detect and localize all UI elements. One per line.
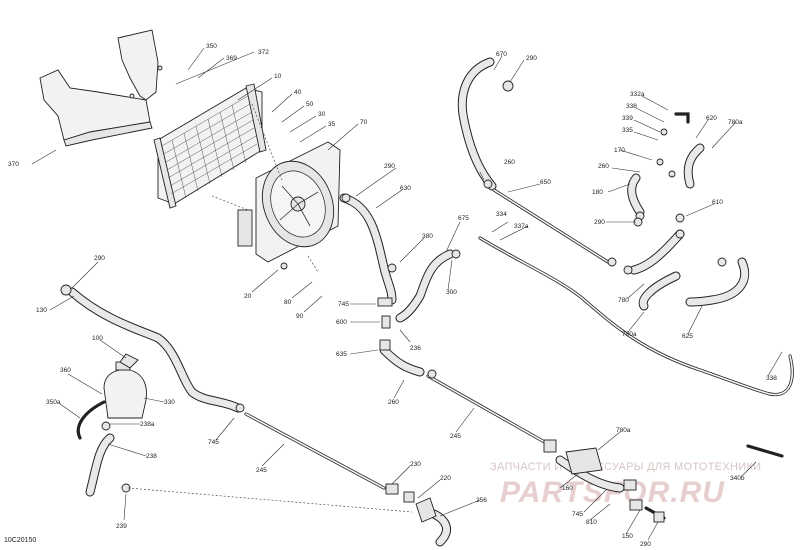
leader-lines bbox=[31, 47, 783, 541]
callout-80: 80 bbox=[284, 299, 292, 306]
callout-780a-mid: 780a bbox=[622, 331, 637, 338]
callout-150: 150 bbox=[622, 533, 633, 540]
callout-290-top: 290 bbox=[526, 55, 537, 62]
callout-290-left: 290 bbox=[94, 255, 105, 262]
callout-600: 600 bbox=[336, 319, 347, 326]
callout-337a: 337a bbox=[514, 223, 529, 230]
callout-30: 30 bbox=[318, 111, 326, 118]
callout-290-bottom: 290 bbox=[640, 541, 651, 548]
callout-334: 334 bbox=[496, 211, 507, 218]
callout-745-left: 745 bbox=[208, 439, 219, 446]
callout-810: 810 bbox=[586, 519, 597, 526]
drawing-code: 10C20150 bbox=[4, 537, 36, 544]
callout-245-left: 245 bbox=[256, 467, 267, 474]
callout-635: 635 bbox=[336, 351, 347, 358]
callout-745-upper: 745 bbox=[338, 301, 349, 308]
callout-40: 40 bbox=[294, 89, 302, 96]
callout-20: 20 bbox=[244, 293, 252, 300]
radiator bbox=[153, 83, 267, 209]
callout-100: 100 bbox=[92, 335, 103, 342]
callout-260-right: 260 bbox=[598, 163, 609, 170]
watermark: ЗАПЧАСТИ И АКСЕССУАРЫ ДЛЯ МОТОТЕХНИКИ PA… bbox=[490, 461, 761, 509]
callout-620: 620 bbox=[706, 115, 717, 122]
callout-10: 10 bbox=[274, 73, 282, 80]
coolant-reservoir bbox=[76, 353, 147, 440]
callout-370: 370 bbox=[8, 161, 19, 168]
callout-350: 350 bbox=[206, 43, 217, 50]
callout-780a-top: 780a bbox=[728, 119, 743, 126]
callout-50: 50 bbox=[306, 101, 314, 108]
watermark-tagline: ЗАПЧАСТИ И АКСЕССУАРЫ ДЛЯ МОТОТЕХНИКИ bbox=[490, 461, 761, 473]
fittings bbox=[60, 80, 727, 523]
callout-70: 70 bbox=[360, 119, 368, 126]
callout-360: 360 bbox=[60, 367, 71, 374]
callout-745-lower: 745 bbox=[572, 511, 583, 518]
callout-380: 380 bbox=[422, 233, 433, 240]
callout-332a: 332a bbox=[630, 91, 645, 98]
fan-assembly bbox=[237, 141, 341, 263]
right-hose-assembly bbox=[478, 112, 794, 458]
upper-hose-assembly bbox=[339, 57, 610, 323]
callout-260-upper: 260 bbox=[504, 159, 515, 166]
callout-630: 630 bbox=[400, 185, 411, 192]
callout-230: 230 bbox=[410, 461, 421, 468]
lower-left-hose-assembly bbox=[67, 287, 666, 547]
callout-780: 780 bbox=[618, 297, 629, 304]
callout-340b: 340b bbox=[730, 475, 745, 482]
callout-130: 130 bbox=[36, 307, 47, 314]
callout-675: 675 bbox=[458, 215, 469, 222]
callout-670: 670 bbox=[496, 51, 507, 58]
callout-339: 339 bbox=[622, 115, 633, 122]
callout-239: 239 bbox=[116, 523, 127, 530]
callout-245-mid: 245 bbox=[450, 433, 461, 440]
callout-90: 90 bbox=[296, 313, 304, 320]
callout-780a-lower: 780a bbox=[616, 427, 631, 434]
callout-369: 369 bbox=[226, 55, 237, 62]
callout-610: 610 bbox=[712, 199, 723, 206]
callout-290-upper: 290 bbox=[384, 163, 395, 170]
callout-330: 330 bbox=[164, 399, 175, 406]
callout-238a: 238a bbox=[140, 421, 155, 428]
callout-350a: 350a bbox=[46, 399, 61, 406]
callout-256: 256 bbox=[476, 497, 487, 504]
callout-290-right: 290 bbox=[594, 219, 605, 226]
callout-338-right: 338 bbox=[766, 375, 777, 382]
callout-238: 238 bbox=[146, 453, 157, 460]
callout-650: 650 bbox=[540, 179, 551, 186]
watermark-brand: PARTSFOR.RU bbox=[500, 476, 725, 509]
callout-180: 180 bbox=[592, 189, 603, 196]
callout-260-mid: 260 bbox=[388, 399, 399, 406]
callout-170: 170 bbox=[614, 147, 625, 154]
callout-338-upper: 338 bbox=[626, 103, 637, 110]
callout-labels: 350 369 372 370 10 40 50 30 35 70 20 80 … bbox=[8, 43, 777, 548]
callout-335: 335 bbox=[622, 127, 633, 134]
callout-625: 625 bbox=[682, 333, 693, 340]
callout-300: 300 bbox=[446, 289, 457, 296]
callout-236: 236 bbox=[410, 345, 421, 352]
callout-220: 220 bbox=[440, 475, 451, 482]
callout-372: 372 bbox=[258, 49, 269, 56]
callout-35: 35 bbox=[328, 121, 336, 128]
callout-160: 160 bbox=[562, 485, 573, 492]
radiator-bracket bbox=[39, 29, 163, 147]
